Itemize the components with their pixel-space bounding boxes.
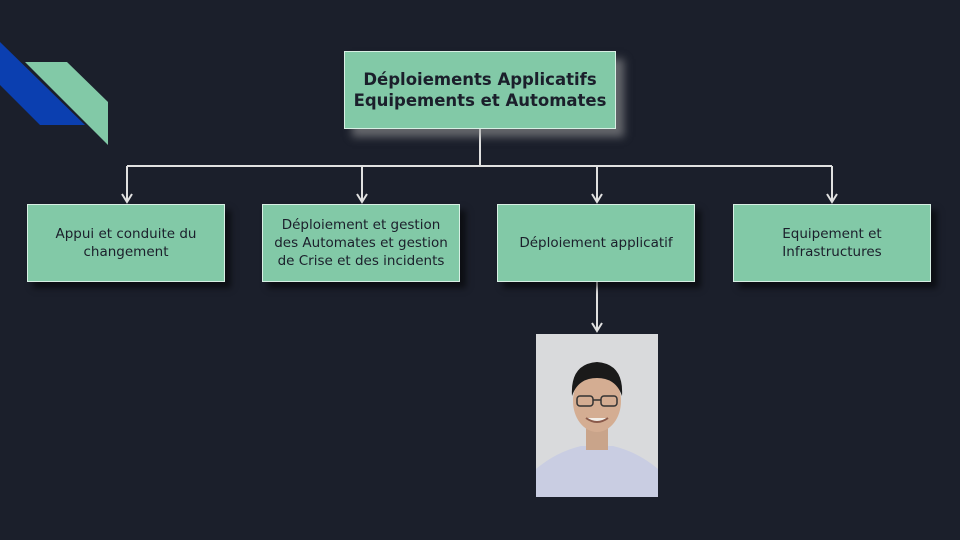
arrow-to-photo xyxy=(591,282,603,333)
node-label: Appui et conduite du changement xyxy=(55,226,197,260)
node-label: Déploiement et gestion des Automates et … xyxy=(274,217,448,269)
root-node-label: Déploiements Applicatifs Equipements et … xyxy=(353,70,607,110)
green-accent-shape xyxy=(25,62,108,145)
node-label: Déploiement applicatif xyxy=(519,235,673,251)
node-equipement-infrastructures: Equipement et Infrastructures xyxy=(733,204,931,282)
arrow-4 xyxy=(826,166,838,204)
arrow-1 xyxy=(121,166,133,204)
node-label: Equipement et Infrastructures xyxy=(782,226,882,260)
arrow-3 xyxy=(591,166,603,204)
node-appui-changement: Appui et conduite du changement xyxy=(27,204,225,282)
node-automates-crise: Déploiement et gestion des Automates et … xyxy=(262,204,460,282)
arrow-2 xyxy=(356,166,368,204)
person-photo xyxy=(536,334,658,497)
node-deploiement-applicatif: Déploiement applicatif xyxy=(497,204,695,282)
blue-accent-shape xyxy=(0,42,85,125)
root-node: Déploiements Applicatifs Equipements et … xyxy=(344,51,616,129)
